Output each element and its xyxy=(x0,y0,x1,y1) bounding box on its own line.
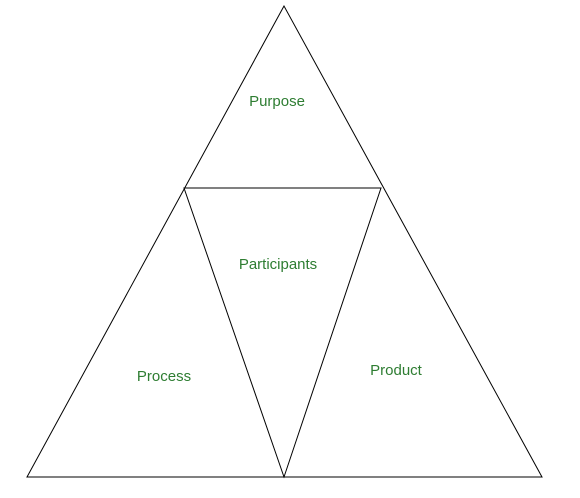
label-product: Product xyxy=(370,362,423,379)
label-process: Process xyxy=(137,368,191,385)
outer-triangle xyxy=(26,4,543,478)
label-participants: Participants xyxy=(239,256,317,273)
label-purpose: Purpose xyxy=(249,93,305,110)
inner-inverted-triangle xyxy=(183,187,382,479)
